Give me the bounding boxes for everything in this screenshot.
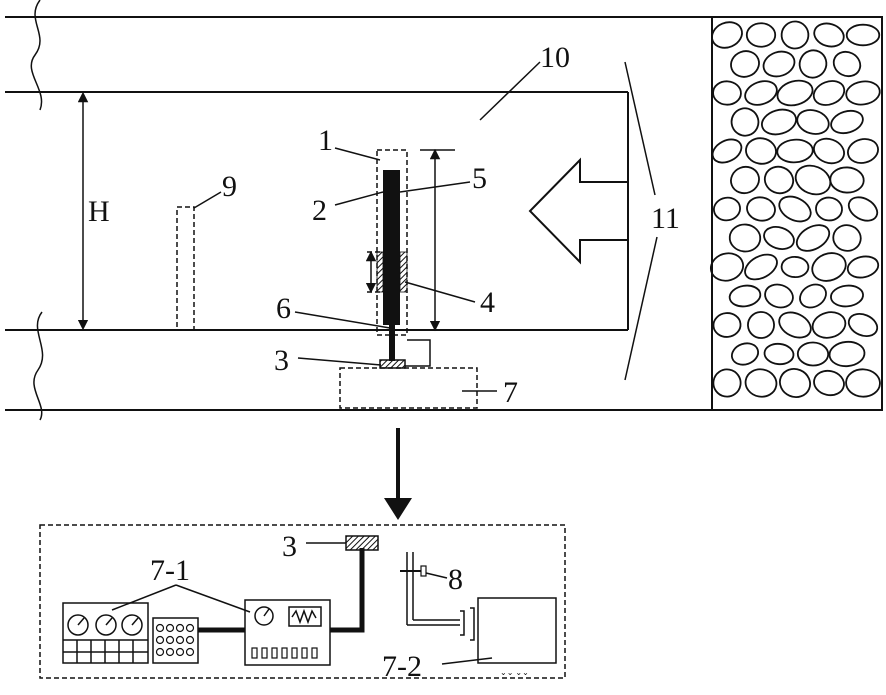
roadway-section: [5, 0, 712, 420]
label-1: 1: [318, 124, 333, 157]
label-H: H: [88, 195, 110, 228]
detail-arrow-head: [384, 498, 412, 520]
reader-button: [262, 648, 267, 658]
keypad-key: [157, 649, 164, 656]
keypad-key: [187, 649, 194, 656]
leader-2: [335, 192, 383, 205]
monitoring-box-7: [340, 368, 477, 408]
label-9: 9: [222, 170, 237, 203]
reader-unit: [245, 600, 330, 665]
reader-button: [282, 648, 287, 658]
device-7-2: [478, 598, 556, 663]
leader-7-1-a: [112, 585, 176, 610]
keypad-key: [177, 637, 184, 644]
label-4: 4: [480, 286, 495, 319]
leader-11-top: [625, 62, 655, 195]
label-7-2: 7-2: [382, 650, 422, 683]
borehole-9: [177, 207, 194, 330]
leader-11-bottom: [625, 237, 657, 380]
leader-8: [426, 573, 447, 578]
keypad-key: [167, 625, 174, 632]
keypad-key: [187, 625, 194, 632]
break-line-bottom: [34, 312, 43, 420]
pipe-8: 8: [400, 552, 474, 640]
keypad-key: [187, 637, 194, 644]
leader-6: [295, 312, 390, 328]
label-5: 5: [472, 162, 487, 195]
leader-7-1-b: [176, 585, 250, 612]
borehole-assembly: [340, 150, 477, 408]
label-2: 2: [312, 194, 327, 227]
goaf-rubble-zone: [708, 17, 882, 410]
sensor-zone-4: [400, 252, 407, 292]
reader-button: [272, 648, 277, 658]
label-10: 10: [540, 41, 570, 74]
label-6: 6: [276, 292, 291, 325]
anchor-3: [380, 360, 405, 368]
advance-direction-arrow: [530, 160, 628, 262]
height-dimension: H: [83, 97, 110, 325]
label-3: 3: [274, 344, 289, 377]
anchor-cable: [330, 548, 362, 630]
leader-4: [405, 282, 475, 302]
sensor-rod-2: [383, 170, 400, 325]
waveform-screen: [289, 607, 321, 626]
label-8: 8: [448, 563, 463, 596]
sensor-zone-left: [377, 252, 383, 292]
cable-6: [389, 325, 395, 361]
label-3b: 3: [282, 530, 297, 563]
data-logger-panel: [63, 603, 198, 663]
keypad-key: [177, 649, 184, 656]
keypad-key: [157, 637, 164, 644]
reader-button: [312, 648, 317, 658]
keypad-key: [157, 625, 164, 632]
label-7-1: 7-1: [150, 554, 190, 587]
reader-button: [302, 648, 307, 658]
leader-3: [298, 358, 381, 365]
reader-button: [252, 648, 257, 658]
label-11: 11: [651, 202, 680, 235]
reader-button: [292, 648, 297, 658]
anchor-3-detail: [346, 536, 378, 550]
detail-box: 3 7-1 8 ⌄⌄ ⌄⌄ 7-2: [40, 525, 565, 683]
leader-1: [335, 148, 380, 160]
leader-9: [194, 192, 221, 208]
keypad-key: [167, 649, 174, 656]
label-7: 7: [503, 376, 518, 409]
keypad-key: [167, 637, 174, 644]
keypad-key: [177, 625, 184, 632]
device-7-2-marks: ⌄⌄ ⌄⌄: [500, 668, 529, 677]
